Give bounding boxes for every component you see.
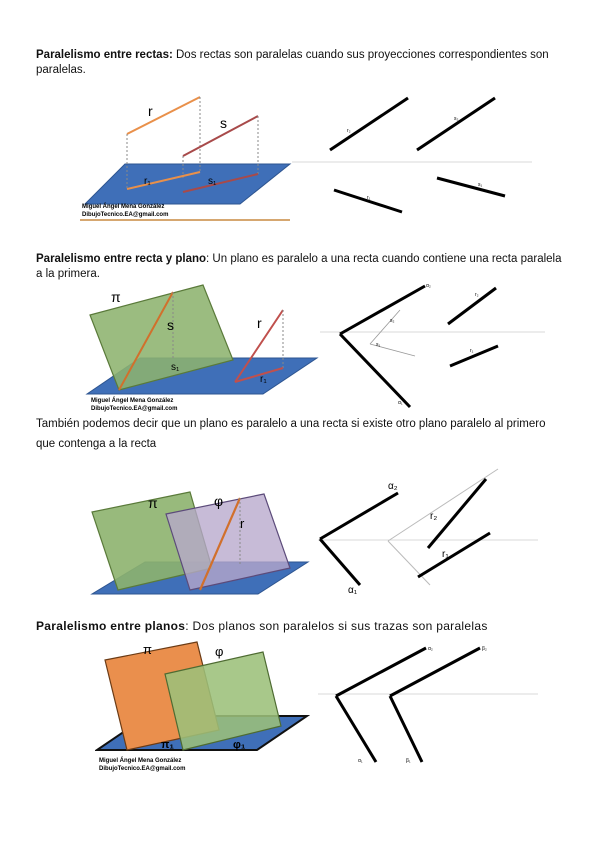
section-2-extra-paragraph: También podemos decir que un plano es pa… (36, 418, 546, 450)
credit-name-2: Miguel Ángel Mena González (91, 397, 173, 404)
credit-email-2: DibujoTecnico.EA@gmail.com (91, 406, 177, 412)
label-b2: β₂ (482, 646, 487, 652)
label-s1: s₁ (171, 362, 180, 373)
credit-email-4: DibujoTecnico.EA@gmail.com (99, 766, 185, 772)
label-s: s (220, 115, 227, 131)
label-phi: φ (215, 644, 223, 659)
figure-line-plane-projections: α₂ α₁ r₂ r₁ s₂ s₁ (320, 283, 545, 409)
label-phi: φ (214, 493, 223, 509)
label-r2: r₂ (475, 292, 479, 298)
label-r2-proj: r₂ (347, 128, 351, 134)
figure-line-plane-3d: π s s₁ r r₁ Miguel Ángel Mena González D… (85, 284, 319, 412)
label-b1: β₁ (406, 758, 411, 764)
section-2-body: : Un plano es paralelo a una recta cuand… (36, 253, 562, 280)
label-pi: π (148, 495, 158, 511)
label-a1: α₁ (398, 400, 403, 406)
figure-line-plane-parallel-planes-3d: π φ r (90, 491, 310, 595)
credit-email: DibujoTecnico.EA@gmail.com (82, 212, 168, 218)
figure-parallel-lines-3d: r s r₁ s₁ Miguel Ángel Mena González Dib… (80, 96, 292, 221)
section-1-body: Dos rectas son paralelas cuando sus proy… (36, 49, 549, 76)
label-r2: r₂ (430, 511, 437, 522)
label-a1: α₁ (358, 758, 363, 764)
credit-name: Miguel Ángel Mena González (82, 203, 164, 210)
label-r1-proj: r₁ (367, 195, 371, 201)
section-2-paragraph: Paralelismo entre recta y plano: Un plan… (36, 252, 566, 282)
section-1-title: Paralelismo entre rectas: (36, 49, 173, 61)
section-1-paragraph: Paralelismo entre rectas: Dos rectas son… (36, 48, 566, 78)
credit-name-4: Miguel Ángel Mena González (99, 757, 181, 764)
label-r1: r₁ (144, 176, 151, 187)
figure-line-plane-parallel-planes-projections: α₂ α₁ r₂ r₁ (318, 468, 538, 596)
label-s2-proj: s₂ (454, 116, 459, 122)
figure-parallel-planes-3d: π φ π₁ φ₁ Miguel Ángel Mena González Dib… (95, 641, 310, 772)
label-pi1: π₁ (161, 739, 174, 751)
figure-parallel-planes-projections: α₂ β₂ α₁ β₁ (318, 646, 538, 764)
label-phi1: φ₁ (233, 739, 246, 751)
section-4-body: : Dos planos son paralelos si sus trazas… (185, 619, 488, 633)
section-4-title: Paralelismo entre planos (36, 619, 186, 633)
label-pi: π (143, 642, 152, 657)
label-r1: r₁ (442, 549, 449, 560)
figure-parallel-lines-projections: r₂ s₂ r₁ s₁ (292, 96, 532, 214)
label-s2: s₂ (390, 318, 395, 324)
label-a2: α₂ (428, 646, 433, 652)
label-r: r (240, 516, 245, 531)
label-pi: π (111, 289, 121, 305)
label-s1p: s₁ (376, 342, 381, 348)
label-r: r (257, 315, 262, 331)
label-s: s (167, 317, 174, 333)
label-r: r (148, 103, 153, 119)
section-4-paragraph: Paralelismo entre planos: Dos planos son… (36, 619, 566, 634)
label-r1p: r₁ (470, 348, 474, 354)
label-s1-proj: s₁ (478, 182, 483, 188)
label-a2: α₂ (426, 283, 431, 289)
section-2-title: Paralelismo entre recta y plano (36, 253, 207, 265)
label-a2: α₂ (388, 481, 398, 492)
label-s1: s₁ (208, 176, 217, 187)
label-r1: r₁ (260, 374, 267, 385)
label-a1: α₁ (348, 585, 358, 596)
